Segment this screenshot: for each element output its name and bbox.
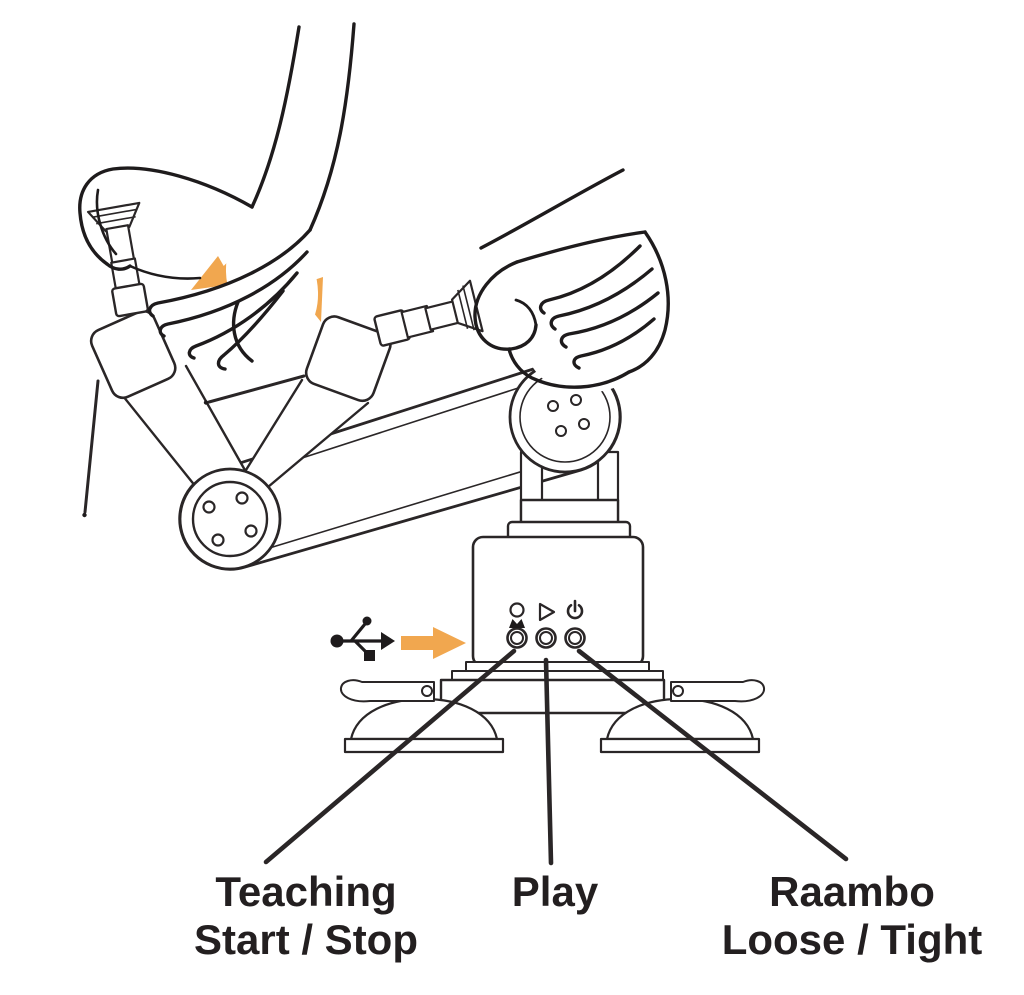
- label-play: Play: [430, 868, 680, 916]
- clamp-lever-left: [339, 679, 435, 703]
- right-hand: [473, 168, 670, 394]
- label-teaching-line2: Start / Stop: [193, 916, 418, 963]
- label-teaching: Teaching Start / Stop: [131, 868, 481, 964]
- clamp-lever-right: [670, 679, 766, 703]
- usb-icon: [330, 616, 395, 661]
- suction-cup-left: [343, 697, 505, 754]
- power-button: [564, 599, 586, 649]
- teaching-button: [506, 602, 528, 649]
- end-effector-right: [373, 279, 484, 347]
- play-triangle-icon: [538, 602, 556, 622]
- robot-illustration: [82, 201, 766, 754]
- suction-cup-right: [599, 697, 761, 754]
- label-play-line1: Play: [511, 868, 599, 915]
- play-button: [535, 602, 557, 649]
- callout-line-play: [543, 657, 554, 866]
- forearm-position-right: [203, 279, 484, 489]
- label-raambo-line2: Loose / Tight: [721, 916, 983, 963]
- label-teaching-line1: Teaching: [215, 868, 397, 915]
- callout-line-teaching: [263, 648, 517, 865]
- pen-rod-right: [203, 374, 306, 405]
- pen-rod-left: [82, 379, 100, 518]
- label-raambo: Raambo Loose / Tight: [677, 868, 1024, 964]
- label-raambo-line1: Raambo: [769, 868, 935, 915]
- controller-body: [471, 535, 645, 668]
- elbow-joint: [178, 467, 282, 571]
- power-icon: [566, 599, 584, 620]
- record-circle-icon: [509, 602, 525, 628]
- usb-arrow-icon: [401, 627, 466, 659]
- left-hand: [78, 22, 356, 371]
- base: [339, 661, 766, 754]
- neck: [506, 450, 632, 544]
- callout-line-raambo: [576, 648, 849, 862]
